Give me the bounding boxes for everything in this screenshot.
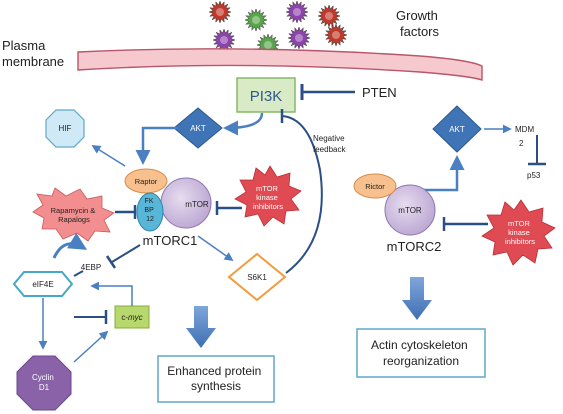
- growth-factor-ligand: [244, 8, 268, 32]
- mtorc1-label: mTORC1: [143, 233, 198, 248]
- hif-label: HIF: [59, 124, 72, 133]
- rictor-label: Rictor: [365, 182, 385, 191]
- mtorc2-label: mTORC2: [387, 239, 442, 254]
- pi3k-label: PI3K: [250, 88, 283, 105]
- mtorc2-to-akt-arrow: [414, 155, 465, 192]
- hif-octagon: [45, 109, 85, 148]
- plasma-membrane-label: Plasma membrane: [2, 38, 64, 69]
- growth-factor-ligand: [317, 4, 341, 28]
- akt-right-diamond: [432, 105, 482, 153]
- mtorc1-to-s6k1-arrow: [197, 235, 234, 262]
- mtor-right-circle: [384, 184, 436, 236]
- fkbp12-label: FK BP 12: [144, 198, 155, 223]
- cyclin-d1-octagon: [16, 355, 72, 411]
- 4ebp-to-eif4e-inhibition: [73, 270, 84, 277]
- growth-factor-core: [220, 36, 228, 44]
- cyclin-to-c-myc-arrow: [73, 330, 109, 363]
- mtorc1-to-hif-arrow: [91, 145, 126, 167]
- growth-factor-core: [332, 31, 340, 39]
- s6k1-diamond: [227, 252, 287, 302]
- mtor-right-label: mTOR: [398, 206, 422, 215]
- c-myc-to-eif4e-arrow: [90, 281, 133, 306]
- pten-label: PTEN: [362, 85, 397, 100]
- eif4e-label: eIF4E: [32, 280, 53, 289]
- actin-fat-arrow: [402, 277, 432, 320]
- protein-synthesis-fat-arrow: [186, 306, 216, 348]
- mtorc1-curved-arrow: [52, 232, 88, 259]
- s6k1-label: S6K1: [247, 273, 267, 282]
- akt-left-label: AKT: [190, 124, 206, 133]
- mtor-inhibitor-left-burst: [234, 165, 302, 227]
- growth-factor-ligand: [287, 26, 311, 50]
- mtor-left-label: mTOR: [185, 200, 209, 209]
- eif4e-hexagon: [12, 271, 74, 297]
- pi3k-box: [236, 77, 296, 113]
- growth-factor-core: [252, 16, 260, 24]
- growth-factors-label: Growth factors: [396, 8, 442, 39]
- growth-factor-core: [325, 12, 333, 20]
- akt-left-diamond: [173, 107, 223, 149]
- mtor-inhibitor-left-label: mTOR kinase inhibitors: [253, 184, 283, 211]
- growth-factor-ligand: [285, 0, 309, 24]
- fkbp12-ellipse: [136, 192, 164, 232]
- growth-factor-core: [293, 8, 301, 16]
- growth-factor-ligand: [212, 28, 236, 52]
- mtorc1-to-4ebp-inhibition: [111, 244, 141, 263]
- growth-factor-core: [295, 34, 303, 42]
- raptor-ellipse: [124, 168, 168, 194]
- growth-factor-ligand: [208, 0, 232, 24]
- rictor-ellipse: [353, 173, 397, 199]
- mtorc1-to-4ebp-tee: [105, 255, 117, 269]
- enhanced-protein-label: Enhanced protein synthesis: [167, 364, 264, 393]
- four-ebp-label: 4EBP: [81, 263, 101, 272]
- plasma-membrane: [77, 48, 483, 81]
- growth-factor-core: [264, 41, 272, 49]
- growth-factor-core: [216, 8, 224, 16]
- enhanced-protein-box: [157, 355, 275, 403]
- cyclin-d1-label: Cyclin D1: [32, 373, 56, 392]
- akt-to-mtorc1-arrow: [135, 126, 178, 165]
- mtor-inhibitor-right-burst: [481, 199, 556, 266]
- rapamycin-burst: [32, 187, 115, 242]
- raptor-label: Raptor: [135, 177, 158, 186]
- negative-feedback-label: Negative feedback: [313, 134, 347, 154]
- mdm2-label: MDM 2: [515, 125, 536, 148]
- actin-box: [356, 328, 486, 378]
- growth-factor-ligands: [208, 0, 348, 57]
- akt-right-label: AKT: [449, 125, 465, 134]
- c-myc-label: c-myc: [121, 313, 142, 322]
- growth-factor-ligand: [324, 23, 348, 47]
- pi3k-to-akt-arrow: [223, 112, 264, 136]
- actin-label: Actin cytoskeleton reorganization: [371, 338, 471, 368]
- negative-feedback-arc: [281, 115, 323, 274]
- mtor-inhibitor-right-label: mTOR kinase inhibitors: [505, 219, 535, 246]
- p53-label: p53: [527, 171, 541, 180]
- rapamycin-label: Rapamycin & Rapalogs: [51, 206, 98, 224]
